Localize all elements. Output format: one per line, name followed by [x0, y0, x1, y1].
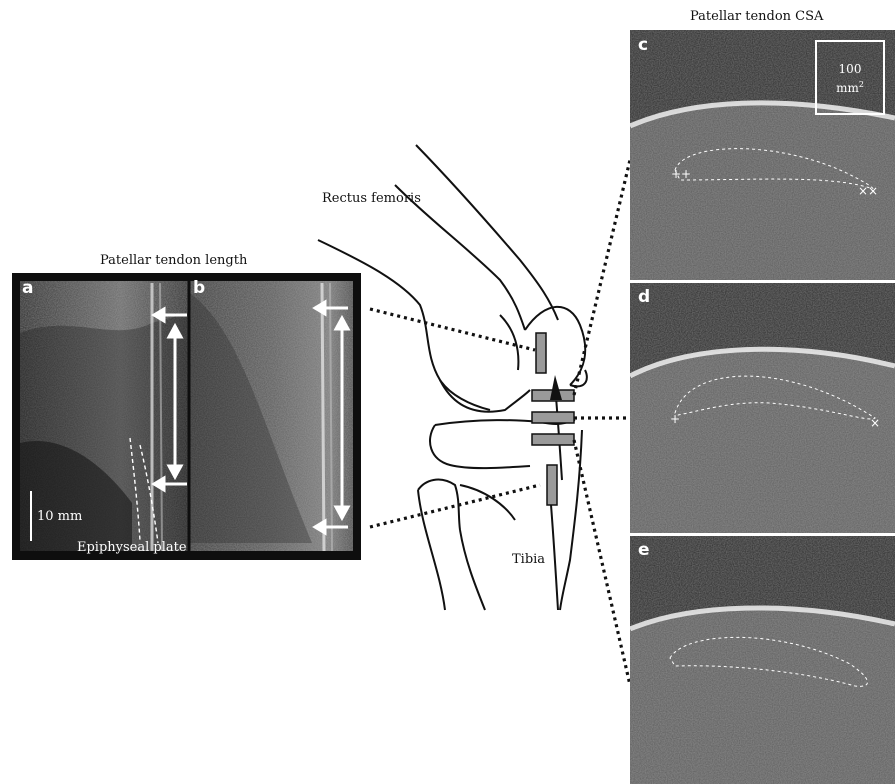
csa-ultrasound-d: + × [630, 283, 895, 533]
connector-to-c [574, 160, 630, 395]
svg-text:××: ×× [858, 184, 878, 198]
area-scale-box: 100 mm2 [815, 40, 885, 115]
area-scale-unit: mm2 [817, 77, 883, 96]
panel-label-c: c [638, 35, 648, 55]
panel-label-e: e [638, 540, 650, 560]
panel-label-d: d [638, 287, 650, 307]
connector-upper-to-b [370, 309, 535, 350]
connector-to-e [574, 440, 630, 685]
csa-ultrasound-e [630, 536, 895, 784]
svg-text:+: + [670, 412, 680, 426]
connector-lower-to-b [370, 485, 540, 527]
area-scale-value: 100 [817, 62, 883, 77]
svg-text:×: × [870, 416, 880, 430]
svg-text:++: ++ [671, 167, 691, 181]
